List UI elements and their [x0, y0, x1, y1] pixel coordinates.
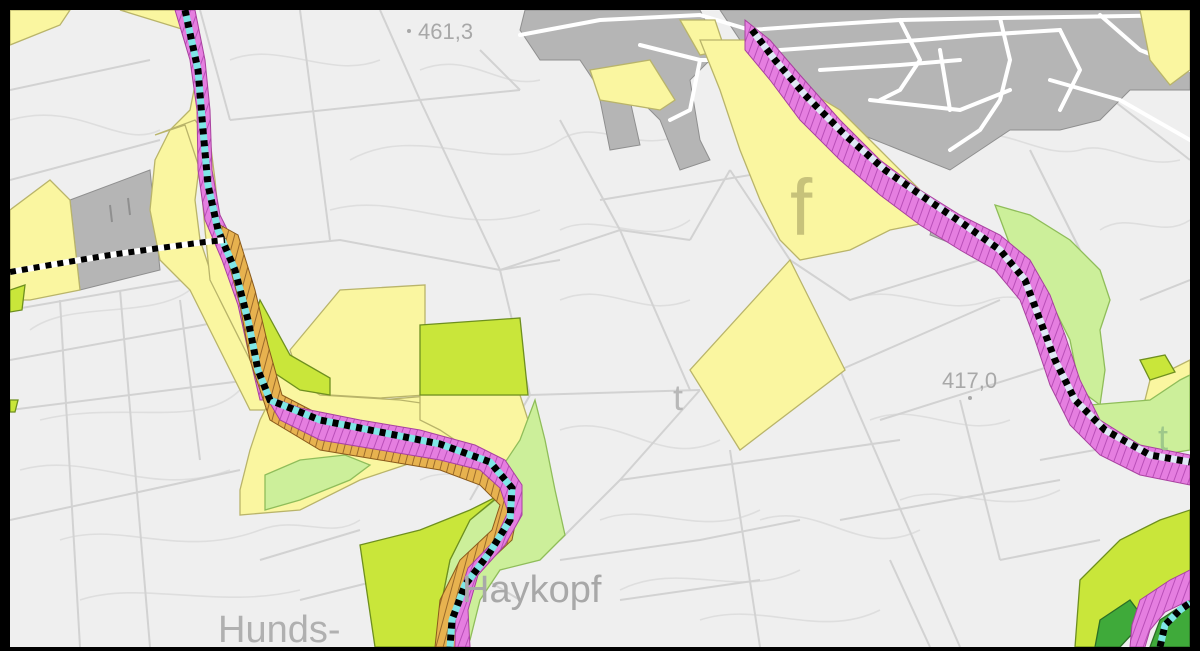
- elevation-label-right: 417,0: [942, 368, 997, 393]
- place-label-hunds: Hunds-: [218, 609, 341, 647]
- pink-corridor-center: [263, 394, 523, 647]
- place-label-haykopf: Haykopf: [462, 569, 602, 611]
- pink-corridor-right: [744, 18, 1190, 486]
- road-network: [518, 13, 1190, 152]
- zone-letter-f: f: [790, 163, 813, 252]
- zone-letter-t-right: t: [1158, 417, 1168, 458]
- boundary-line: [10, 10, 1190, 647]
- settlement-hatch-marks: [109, 197, 131, 223]
- map-canvas[interactable]: 461,3 417,0 f t t Haykopf Hunds-: [10, 10, 1190, 647]
- elevation-label-top: 461,3: [418, 19, 473, 44]
- map-svg: 461,3 417,0 f t t Haykopf Hunds-: [10, 10, 1190, 647]
- yellow-green-zones: [10, 284, 1190, 647]
- elevation-points: [407, 29, 972, 400]
- zone-letter-t-center: t: [673, 377, 683, 418]
- pink-corridor-bottom-right: [1129, 569, 1190, 647]
